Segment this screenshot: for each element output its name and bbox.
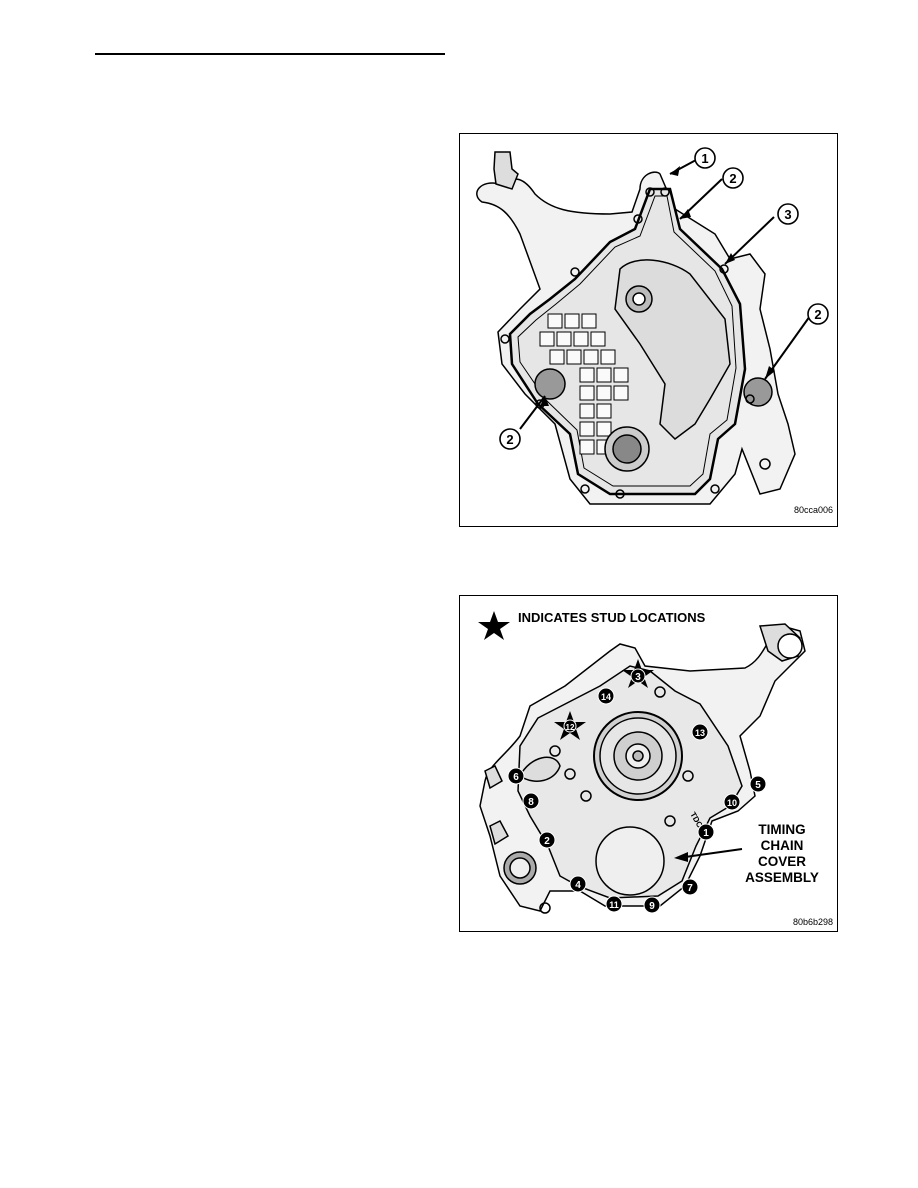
bolt-number: 6 bbox=[513, 772, 519, 783]
stud-legend: INDICATES STUD LOCATIONS bbox=[486, 610, 705, 625]
bolt-number: 13 bbox=[695, 728, 705, 738]
callout-label: 2 bbox=[506, 432, 513, 447]
bolt-number: 12 bbox=[566, 723, 575, 732]
legend-text: INDICATES STUD LOCATIONS bbox=[518, 610, 706, 625]
callout-label: 2 bbox=[729, 171, 736, 186]
callout-label: 2 bbox=[814, 307, 821, 322]
label-line: CHAIN bbox=[760, 838, 804, 853]
bolt-number: 8 bbox=[528, 797, 534, 808]
callout-label: 3 bbox=[784, 207, 791, 222]
bolt-number: 9 bbox=[649, 901, 655, 912]
cover-gasket-drawing: 1 2 3 2 2 bbox=[476, 147, 829, 505]
bolt-number: 5 bbox=[755, 780, 761, 791]
figure-id: 80b6b298 bbox=[792, 917, 833, 927]
bolt-number: 14 bbox=[601, 692, 611, 702]
timing-cover-figure: TDC 1 2 3 4 5 bbox=[459, 595, 838, 932]
bolt-number: 11 bbox=[609, 900, 619, 910]
label-line: COVER bbox=[757, 854, 806, 869]
bolt-number: 4 bbox=[575, 880, 581, 891]
stud-star-icon bbox=[478, 611, 510, 640]
gasket-figure: 1 2 3 2 2 80cca006 bbox=[459, 133, 838, 527]
bolt-number: 10 bbox=[727, 798, 737, 808]
header-rule bbox=[95, 53, 445, 55]
bolt-number: 2 bbox=[544, 836, 550, 847]
label-line: TIMING bbox=[758, 822, 806, 837]
bolt-number: 3 bbox=[635, 672, 641, 683]
callout-label: 1 bbox=[701, 151, 708, 166]
timing-cover-drawing: TDC 1 2 3 4 5 bbox=[478, 611, 806, 914]
label-line: ASSEMBLY bbox=[745, 870, 819, 885]
timing-chain-cover-label: TIMING CHAIN COVER ASSEMBLY bbox=[735, 822, 829, 886]
bolt-number: 1 bbox=[703, 828, 709, 839]
figure-id: 80cca006 bbox=[793, 505, 833, 515]
bolt-number: 7 bbox=[687, 883, 693, 894]
